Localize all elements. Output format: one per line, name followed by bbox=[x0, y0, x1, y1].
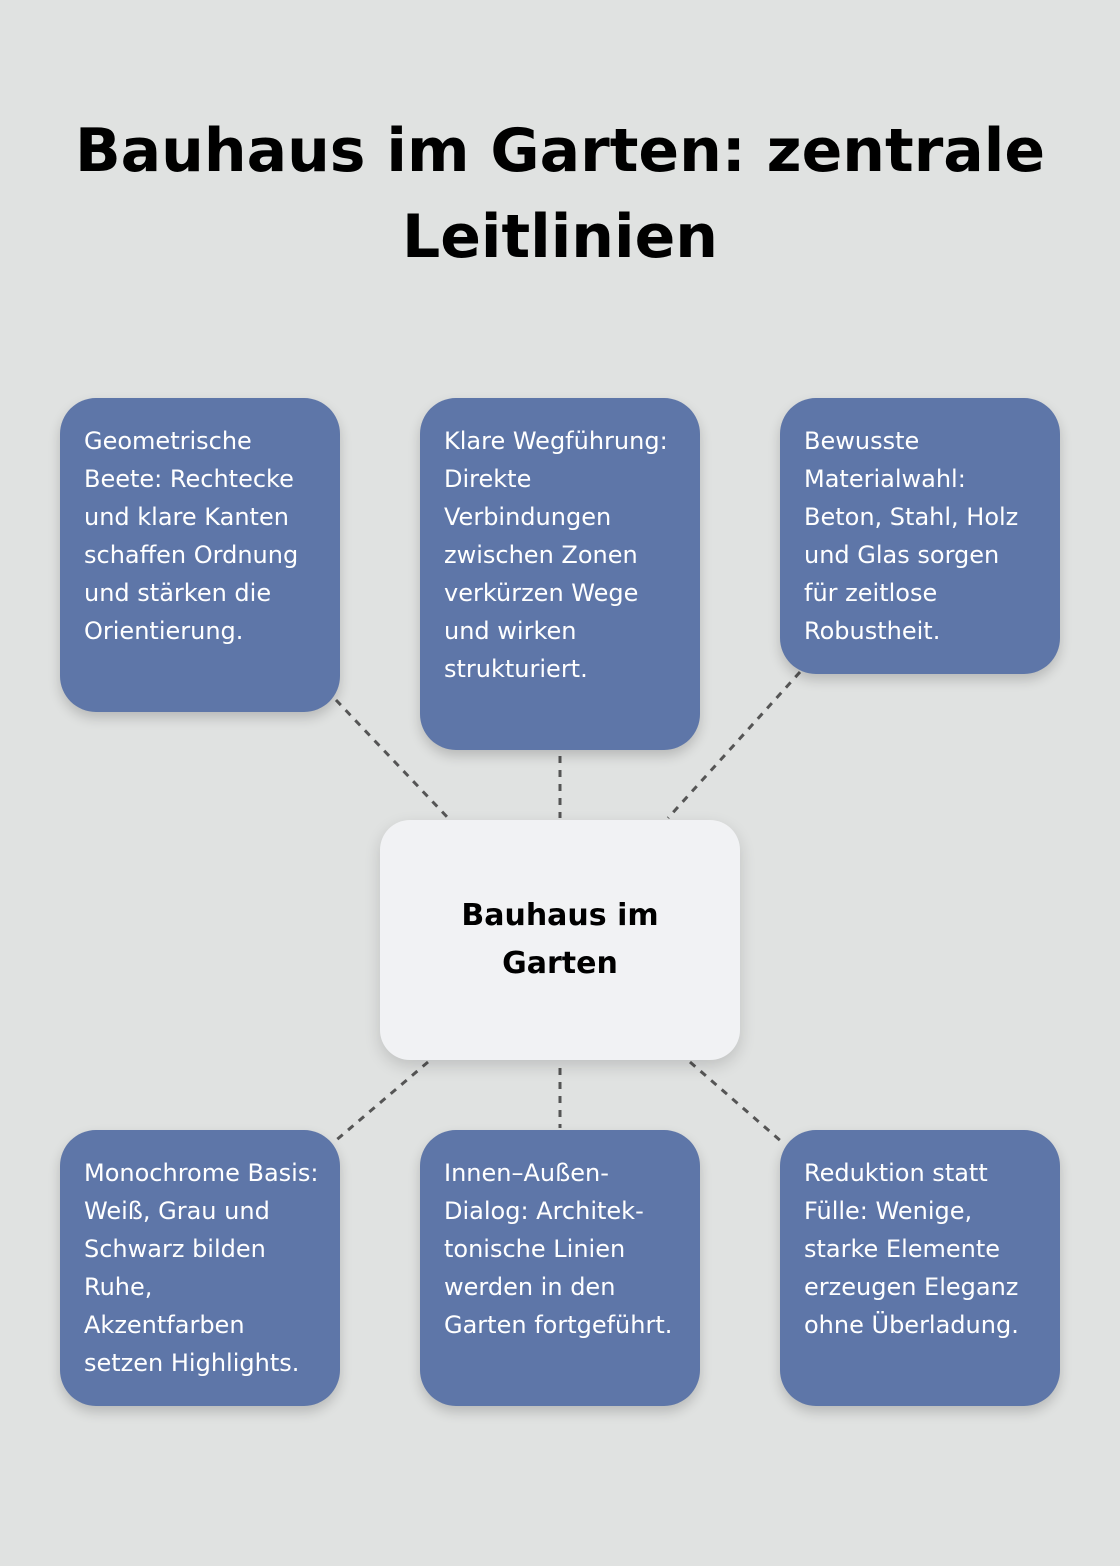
diagram-title: Bauhaus im Garten: zentrale Leitlinien bbox=[74, 116, 1046, 272]
node-text: Klare Wegführung: Direkte Verbindungen z… bbox=[444, 427, 668, 683]
node-geometrische-beete: Geometrische Beete: Rechtecke und klare … bbox=[60, 398, 340, 712]
node-text: Geometrische Beete: Rechtecke und klare … bbox=[84, 427, 299, 645]
center-node: Bauhaus im Garten bbox=[380, 820, 740, 1060]
node-innen-aussen-dialog: Innen–Außen-Dialog: Architek­tonische Li… bbox=[420, 1130, 700, 1406]
node-bewusste-materialwahl: Bewusste Materialwahl: Beton, Stahl, Hol… bbox=[780, 398, 1060, 674]
node-text: Reduktion statt Fülle: Wenige, starke El… bbox=[804, 1159, 1019, 1339]
connector-line bbox=[333, 1060, 429, 1144]
node-reduktion-statt-fuelle: Reduktion statt Fülle: Wenige, starke El… bbox=[780, 1130, 1060, 1406]
node-text: Bewusste Materialwahl: Beton, Stahl, Hol… bbox=[804, 427, 1019, 645]
node-klare-wegfuehrung: Klare Wegführung: Direkte Verbindungen z… bbox=[420, 398, 700, 750]
node-text: Innen–Außen-Dialog: Architek­tonische Li… bbox=[444, 1159, 673, 1339]
connector-line bbox=[666, 670, 802, 820]
center-label: Bauhaus im Garten bbox=[461, 898, 659, 981]
node-monochrome-basis: Monochrome Basis: Weiß, Grau und Schwarz… bbox=[60, 1130, 340, 1406]
connector-line bbox=[689, 1060, 783, 1144]
node-text: Monochrome Basis: Weiß, Grau und Schwarz… bbox=[84, 1159, 319, 1377]
